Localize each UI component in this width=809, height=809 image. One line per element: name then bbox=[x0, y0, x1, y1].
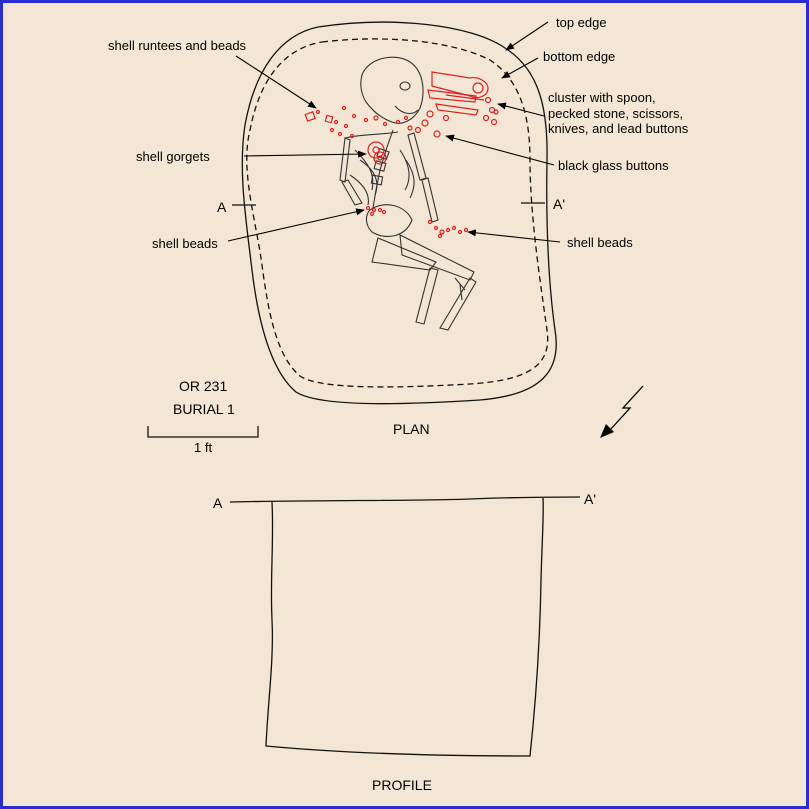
labels: top edge bottom edge shell runtees and b… bbox=[108, 15, 689, 793]
profile-label-a-prime: A' bbox=[584, 491, 596, 507]
label-section-a: A bbox=[217, 199, 227, 215]
scale-bar bbox=[147, 426, 259, 438]
burial-drawing: top edge bottom edge shell runtees and b… bbox=[108, 15, 689, 793]
profile-surface-line bbox=[229, 496, 581, 503]
right-tibia bbox=[439, 277, 477, 331]
pelvis bbox=[365, 204, 413, 238]
right-femur bbox=[399, 234, 475, 281]
left-tibia bbox=[415, 267, 439, 325]
gorget-artifact-1 bbox=[367, 141, 385, 159]
spoon-artifact bbox=[431, 71, 489, 99]
label-gorgets: shell gorgets bbox=[136, 149, 210, 164]
pit-top-edge bbox=[241, 21, 557, 405]
site-id: OR 231 bbox=[179, 378, 227, 394]
knife-artifact-1 bbox=[427, 89, 477, 103]
label-section-a-prime: A' bbox=[553, 196, 565, 212]
label-cluster-1: cluster with spoon, bbox=[548, 90, 656, 105]
left-femur bbox=[371, 237, 437, 271]
burial-id: BURIAL 1 bbox=[173, 401, 235, 417]
skull bbox=[360, 56, 424, 124]
profile-label-a: A bbox=[213, 495, 223, 511]
left-humerus bbox=[339, 137, 351, 183]
pit-bottom-edge bbox=[246, 38, 549, 388]
label-cluster-2: pecked stone, scissors, bbox=[548, 106, 683, 121]
scale-label: 1 ft bbox=[194, 440, 212, 455]
profile-pit-outline bbox=[265, 497, 544, 757]
label-beads-left: shell beads bbox=[152, 236, 218, 251]
left-forearm bbox=[341, 179, 363, 206]
plan-title: PLAN bbox=[393, 421, 430, 437]
knife-artifact-2 bbox=[435, 103, 479, 116]
mandible bbox=[394, 105, 419, 115]
scissors-artifact bbox=[445, 94, 485, 101]
clavicle bbox=[344, 131, 399, 139]
north-arrow-icon bbox=[600, 385, 644, 438]
label-cluster-3: knives, and lead buttons bbox=[548, 121, 689, 136]
gorget-artifact-2 bbox=[373, 151, 387, 165]
label-bottom-edge: bottom edge bbox=[543, 49, 615, 64]
runtee-artifact bbox=[304, 111, 316, 122]
leader-lines bbox=[227, 21, 561, 243]
feet bbox=[454, 277, 466, 301]
right-forearm bbox=[421, 177, 439, 223]
label-top-edge: top edge bbox=[556, 15, 607, 30]
profile-title: PROFILE bbox=[372, 777, 432, 793]
label-glass-buttons: black glass buttons bbox=[558, 158, 669, 173]
ribs bbox=[349, 149, 415, 206]
skeleton bbox=[339, 56, 477, 331]
label-beads-right: shell beads bbox=[567, 235, 633, 250]
artifacts bbox=[304, 71, 499, 239]
label-runtees: shell runtees and beads bbox=[108, 38, 247, 53]
right-humerus bbox=[407, 132, 427, 181]
